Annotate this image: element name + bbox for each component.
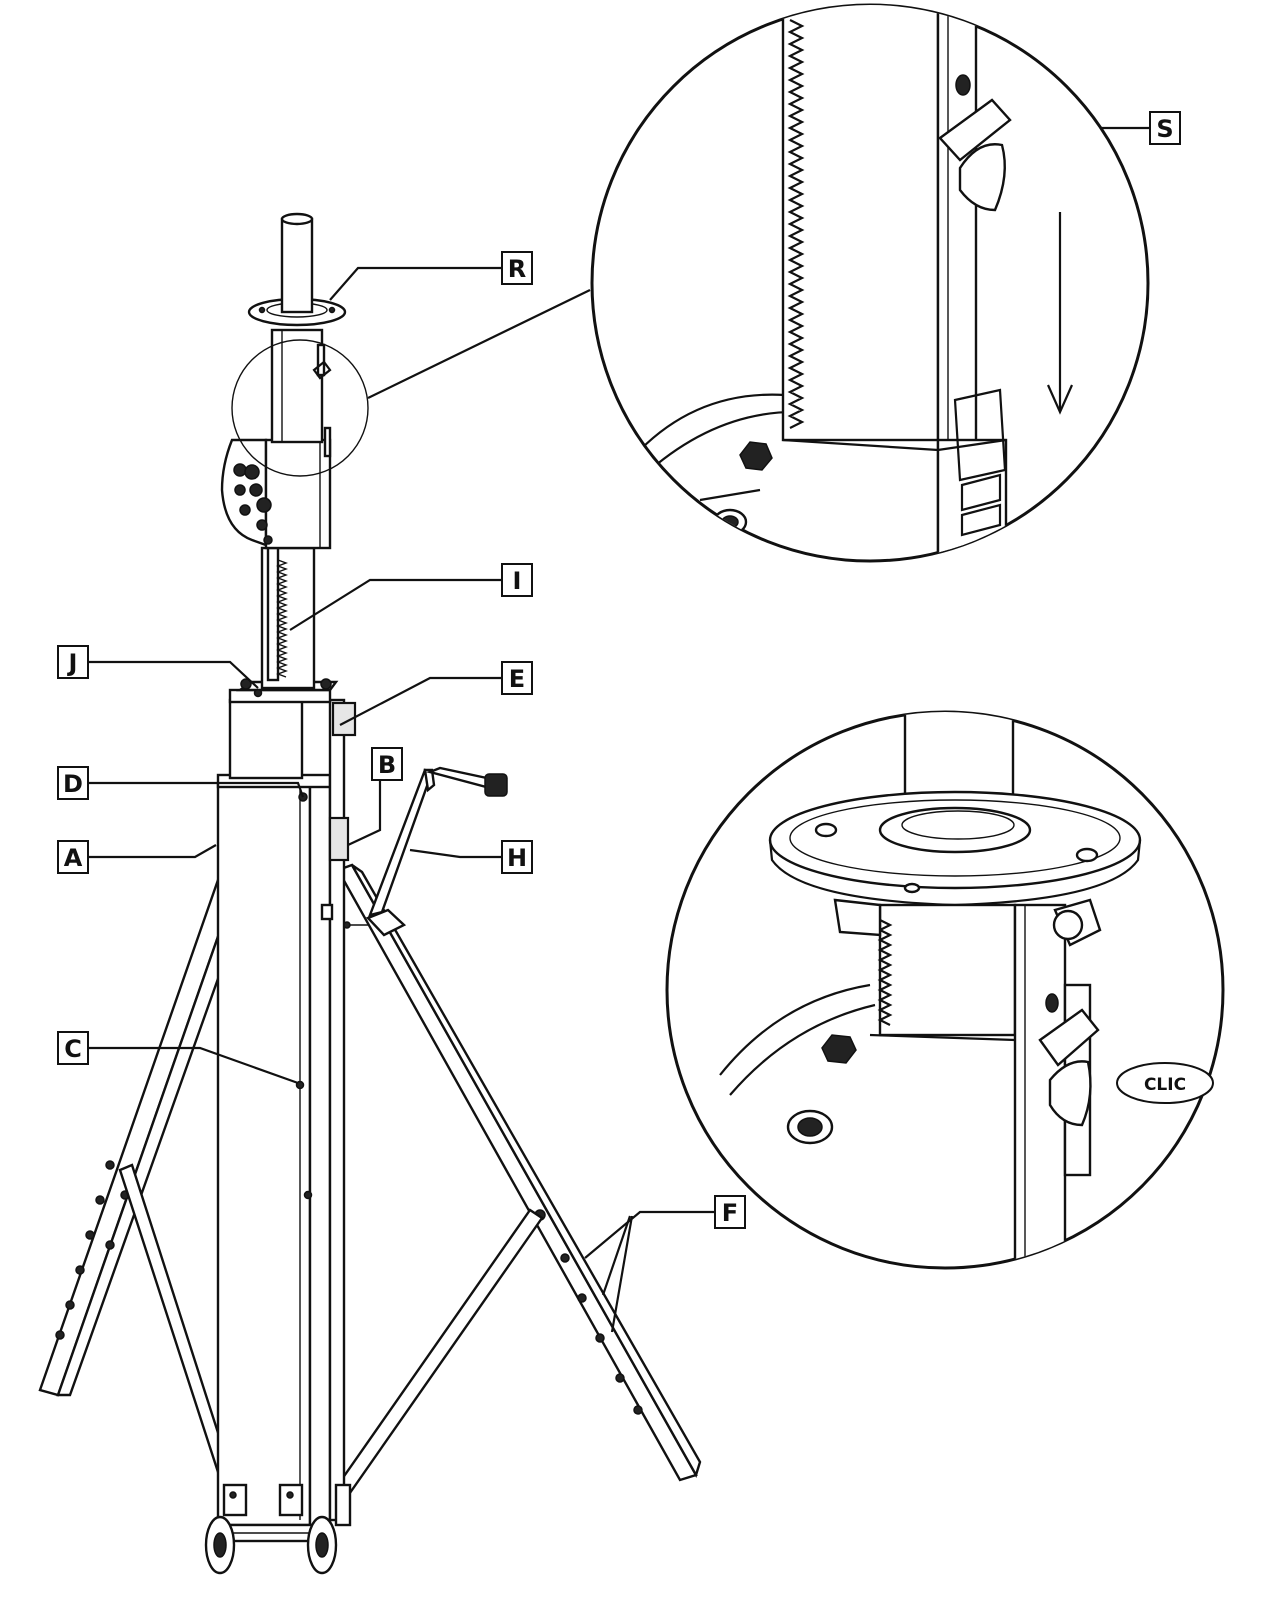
callout-E: E [501,661,533,695]
callout-J: J [57,645,89,679]
callout-F: F [714,1195,746,1229]
wheel-base [204,1483,352,1575]
label-A: A [64,844,83,872]
callout-H: H [501,840,533,874]
clic-label: CLIC [1144,1075,1186,1095]
label-S: S [1156,115,1173,143]
label-R: R [508,255,526,283]
second-section [228,678,339,780]
third-section [260,546,316,690]
callout-C: C [57,1031,89,1065]
label-I: I [513,567,522,595]
detail-marker-circle [231,339,369,477]
label-H: H [507,844,527,872]
callout-B: B [371,747,403,781]
detail-view-top [590,3,1150,563]
detail-view-bottom: CLIC [665,710,1225,1270]
outer-column [216,773,332,1527]
callout-A: A [57,840,89,874]
crank-handle [343,766,508,937]
top-flange [247,212,347,327]
callout-S: S [1149,111,1181,145]
winch-column [320,698,357,1522]
left-leg [38,878,248,1397]
callout-D: D [57,766,89,800]
right-brace [331,1208,544,1502]
label-D: D [63,770,83,798]
head-plate [220,438,332,550]
label-B: B [378,751,396,779]
leader-lines [88,126,1150,1333]
left-brace [118,1163,232,1474]
label-J: J [67,649,78,677]
top-tube [270,328,332,458]
wind-up-stand [38,212,702,1575]
right-leg [336,863,702,1482]
label-E: E [509,665,525,693]
callout-I: I [501,563,533,597]
label-F: F [722,1199,738,1227]
label-C: C [64,1035,82,1063]
callout-R: R [501,251,533,285]
